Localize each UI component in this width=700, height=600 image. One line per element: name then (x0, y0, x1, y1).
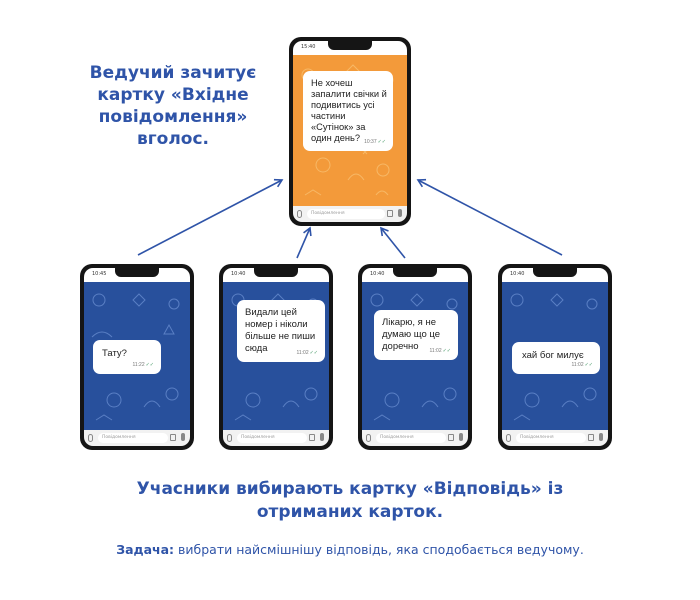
sticker-icon (170, 434, 176, 441)
attach-icon (88, 434, 93, 442)
microphone-icon (398, 209, 402, 217)
message-text: Видали цей номер і ніколи більше не пиши… (245, 307, 316, 354)
status-time: 10:45 (92, 271, 107, 277)
message-input: Повідомлення (237, 433, 307, 443)
doodle-pattern (510, 293, 598, 421)
message-input: Повідомлення (307, 209, 385, 219)
phone-notch (328, 41, 372, 50)
task-line: Задача: вибрати найсмішнішу відповідь, я… (60, 542, 640, 557)
host-instruction-text: Ведучий зачитує картку «Вхідне повідомле… (89, 63, 257, 149)
message-bubble: хай бог милує 11:02✓✓ (512, 342, 600, 374)
message-time: 11:22 (132, 362, 145, 368)
status-bar: 10:40 (362, 268, 468, 282)
status-bar: 15:40 (293, 41, 407, 55)
attach-icon (227, 434, 232, 442)
arrow-from-reply-1 (137, 178, 284, 256)
message-bubble: Не хочеш запалити свічки й подивитись ус… (303, 71, 393, 151)
attach-icon (366, 434, 371, 442)
status-bar: 10:40 (223, 268, 329, 282)
doodle-pattern (91, 293, 180, 421)
message-text: хай бог милує (522, 350, 584, 361)
task-description: вибрати найсмішнішу відповідь, яка сподо… (174, 542, 584, 557)
message-input: Повідомлення (516, 433, 586, 443)
read-ticks-icon: ✓✓ (442, 348, 451, 354)
message-time: 11:02 (571, 362, 584, 368)
input-bar: Повідомлення (362, 430, 468, 446)
sticker-icon (309, 434, 315, 441)
task-label: Задача: (116, 542, 175, 557)
arrow-from-reply-2 (296, 226, 312, 259)
arrow-from-reply-3 (379, 226, 406, 259)
status-time: 15:40 (301, 44, 316, 50)
message-time: 11:02 (296, 350, 309, 356)
status-bar: 10:40 (502, 268, 608, 282)
attach-icon (297, 210, 302, 218)
message-text: Лікарю, я не думаю що це доречно (382, 317, 441, 352)
read-ticks-icon: ✓✓ (584, 362, 593, 368)
sticker-icon (588, 434, 594, 441)
players-instruction-text: Учасники вибирають картку «Відповідь» із… (136, 479, 564, 522)
phone-notch (115, 268, 159, 277)
chat-background: хай бог милує 11:02✓✓ (502, 282, 608, 430)
sticker-icon (448, 434, 454, 441)
chat-background: Видали цей номер і ніколи більше не пиши… (223, 282, 329, 430)
message-input: Повідомлення (98, 433, 168, 443)
status-time: 10:40 (370, 271, 385, 277)
microphone-icon (599, 433, 603, 441)
microphone-icon (181, 433, 185, 441)
input-bar: Повідомлення (502, 430, 608, 446)
phone-notch (254, 268, 298, 277)
chat-background: Лікарю, я не думаю що це доречно 11:02✓✓ (362, 282, 468, 430)
attach-icon (506, 434, 511, 442)
message-time: 11:02 (429, 348, 442, 354)
read-ticks-icon: ✓✓ (309, 350, 318, 356)
phone-notch (393, 268, 437, 277)
status-bar: 10:45 (84, 268, 190, 282)
message-bubble: Тату? 11:22✓✓ (93, 340, 161, 374)
message-bubble: Лікарю, я не думаю що це доречно 11:02✓✓ (374, 310, 458, 360)
message-time: 10:37 (364, 139, 377, 145)
sticker-icon (387, 210, 393, 217)
message-bubble: Видали цей номер і ніколи більше не пиши… (237, 300, 325, 362)
input-bar: Повідомлення (293, 206, 407, 222)
message-text: Не хочеш запалити свічки й подивитись ус… (311, 78, 387, 143)
input-bar: Повідомлення (84, 430, 190, 446)
status-time: 10:40 (510, 271, 525, 277)
microphone-icon (459, 433, 463, 441)
reply-card-3: 10:40 Лікарю, я не думаю що це доречно 1… (358, 264, 472, 450)
input-bar: Повідомлення (223, 430, 329, 446)
message-input: Повідомлення (376, 433, 446, 443)
read-ticks-icon: ✓✓ (377, 139, 386, 145)
chat-background: Тату? 11:22✓✓ (84, 282, 190, 430)
read-ticks-icon: ✓✓ (145, 362, 154, 368)
chat-background: Не хочеш запалити свічки й подивитись ус… (293, 55, 407, 206)
reply-card-2: 10:40 Видали цей номер і ніколи більше н… (219, 264, 333, 450)
message-text: Тату? (102, 348, 127, 359)
incoming-message-card: 15:40 Не хочеш запалити свічки й подивит… (289, 37, 411, 226)
microphone-icon (320, 433, 324, 441)
reply-card-4: 10:40 хай бог милує 11:02✓✓ Повідомлення (498, 264, 612, 450)
doodle-pattern (370, 293, 458, 421)
arrow-from-reply-4 (416, 178, 563, 256)
reply-card-1: 10:45 Тату? 11:22✓✓ Повідомлення (80, 264, 194, 450)
status-time: 10:40 (231, 271, 246, 277)
phone-notch (533, 268, 577, 277)
